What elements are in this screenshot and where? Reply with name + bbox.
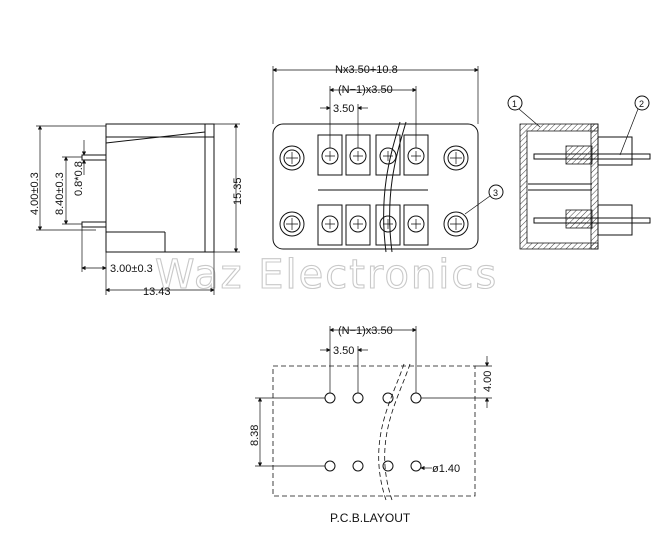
dim-pin-length: 3.00±0.3 [110, 263, 153, 275]
watermark-text: Waz Electronics [155, 252, 498, 298]
pcb-hole [382, 460, 394, 472]
callout-2: 2 [639, 99, 644, 109]
pcb-hole [410, 460, 422, 472]
pcb-hole [410, 392, 422, 404]
break-line [383, 121, 401, 253]
upper-pin [81, 154, 107, 161]
dim-pitch: 3.50 [333, 103, 354, 115]
dim-body-height: 15.35 [232, 177, 244, 205]
pcb-hole [382, 392, 394, 404]
dim-pitch-span: (N−1)x3.50 [338, 84, 393, 96]
section-upper-pin [533, 153, 651, 160]
pcb-dim-pitch-span: (N−1)x3.50 [338, 325, 393, 337]
dim-pin-width: 0.8*0.8 [73, 161, 85, 196]
lower-terminal-row [317, 204, 429, 246]
pcb-dim-edge: 4.00 [482, 371, 494, 392]
dim-height-left: 4.00±0.3 [29, 172, 41, 215]
mount-screw-br [443, 211, 469, 237]
section-lower-pin [533, 217, 651, 224]
pcb-break-line [378, 363, 405, 501]
front-body [272, 123, 479, 250]
side-body [105, 123, 215, 253]
front-view: Nx3.50+10.8 (N−1)x3.50 3.50 3 [272, 64, 504, 253]
side-view: 4.00±0.3 8.40±0.3 0.8*0.8 15.35 3.00±0.3… [29, 123, 244, 298]
pcb-hole [352, 392, 364, 404]
callout-1: 1 [512, 99, 517, 109]
pcb-dim-hole-diameter: ø1.40 [432, 463, 460, 475]
dim-body-depth: 13.43 [143, 286, 171, 298]
pcb-dim-pitch: 3.50 [333, 345, 354, 357]
pcb-outline [272, 365, 476, 497]
pcb-hole [324, 460, 336, 472]
callout-3: 3 [493, 188, 498, 198]
section-view: 1 2 [507, 95, 651, 250]
mount-screw-tr [443, 145, 469, 171]
dim-total-width: Nx3.50+10.8 [335, 64, 398, 76]
callout-2-marker [634, 95, 650, 111]
pcb-layout-caption: P.C.B.LAYOUT [330, 511, 411, 525]
mount-screw-tl [279, 145, 305, 171]
pcb-hole [352, 460, 364, 472]
dim-pin-span: 8.40±0.3 [54, 172, 66, 215]
lower-pin [81, 221, 107, 228]
section-housing [519, 123, 599, 250]
callout-1-marker [507, 95, 523, 111]
upper-terminal-row [317, 134, 429, 176]
pcb-dim-row-spacing: 8.38 [249, 425, 261, 446]
mount-screw-bl [279, 211, 305, 237]
callout-3-marker [488, 184, 504, 200]
pcb-layout: (N−1)x3.50 3.50 4.00 8.38 ø1.40 P.C.B.LA… [249, 325, 494, 525]
pcb-hole [324, 392, 336, 404]
